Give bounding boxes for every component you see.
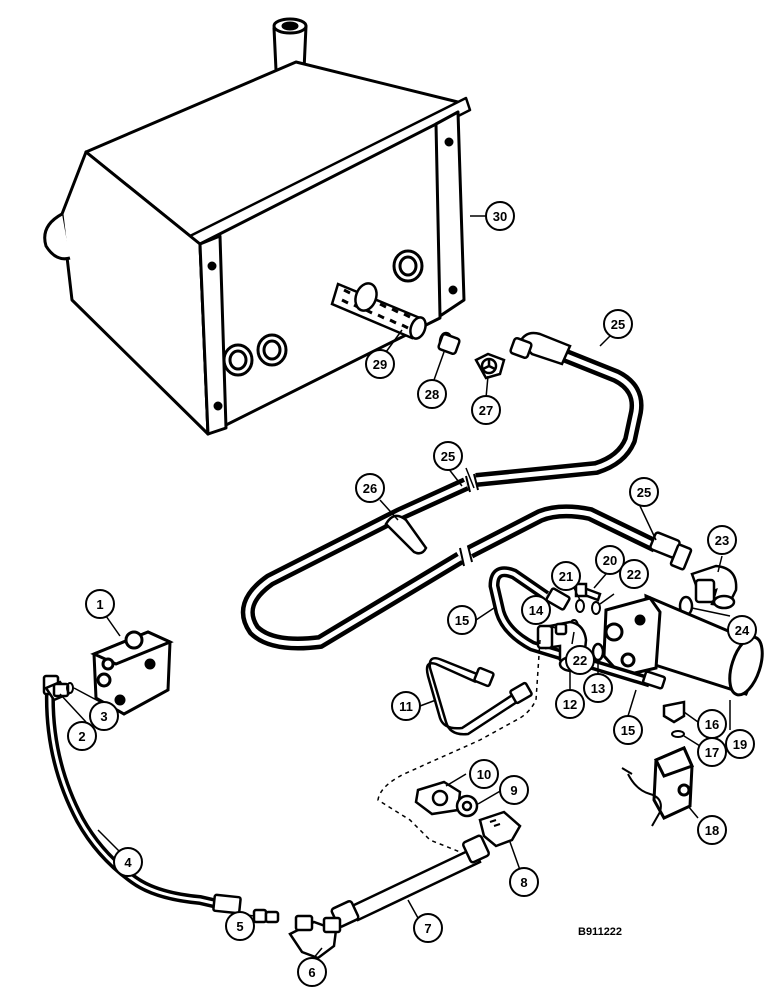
svg-text:6: 6 bbox=[308, 965, 315, 980]
svg-text:4: 4 bbox=[124, 855, 132, 870]
connector-14 bbox=[554, 622, 568, 636]
svg-text:15: 15 bbox=[621, 723, 635, 738]
callout-11: 11 bbox=[391, 691, 421, 721]
adapter-fitting-28 bbox=[437, 331, 461, 356]
svg-text:14: 14 bbox=[529, 603, 544, 618]
callout-15-upper: 15 bbox=[447, 605, 477, 635]
tube-7 bbox=[330, 834, 490, 928]
callout-26: 26 bbox=[355, 473, 385, 503]
svg-text:9: 9 bbox=[510, 783, 517, 798]
callout-16: 16 bbox=[697, 709, 727, 739]
solenoid-valve-18 bbox=[621, 746, 695, 827]
return-hose-assembly bbox=[240, 349, 660, 651]
callout-22-lower: 22 bbox=[565, 645, 595, 675]
svg-text:22: 22 bbox=[573, 653, 587, 668]
callout-2: 2 bbox=[67, 721, 97, 751]
hose-end-15 bbox=[545, 587, 667, 690]
callout-12: 12 bbox=[555, 689, 585, 719]
callout-17: 17 bbox=[697, 737, 727, 767]
tee-fitting-6 bbox=[288, 914, 342, 960]
bolt-20 bbox=[574, 582, 602, 602]
o-ring-17 bbox=[671, 730, 685, 738]
callout-15-lower: 15 bbox=[613, 715, 643, 745]
callout-27: 27 bbox=[471, 395, 501, 425]
suction-strainer bbox=[330, 282, 427, 340]
valve-body-1 bbox=[90, 630, 174, 716]
svg-text:24: 24 bbox=[735, 623, 750, 638]
callout-7: 7 bbox=[413, 913, 443, 943]
svg-text:22: 22 bbox=[627, 567, 641, 582]
svg-text:29: 29 bbox=[373, 357, 387, 372]
pressure-hose-15 bbox=[488, 566, 652, 688]
svg-text:10: 10 bbox=[477, 767, 491, 782]
hydraulic-filter-19 bbox=[602, 593, 764, 697]
hydraulic-reservoir-tank bbox=[43, 17, 472, 436]
tee-fitting-27 bbox=[474, 352, 506, 380]
fitting-2 bbox=[44, 680, 70, 702]
callout-10: 10 bbox=[469, 759, 499, 789]
callout-29: 29 bbox=[365, 349, 395, 379]
svg-text:13: 13 bbox=[591, 681, 605, 696]
hose-4 bbox=[44, 689, 228, 911]
tube-assembly-11 bbox=[377, 639, 541, 857]
callout-1: 1 bbox=[85, 589, 115, 619]
callout-24: 24 bbox=[727, 615, 757, 645]
svg-text:19: 19 bbox=[733, 737, 747, 752]
callout-6: 6 bbox=[297, 957, 327, 987]
svg-text:5: 5 bbox=[236, 919, 243, 934]
svg-text:26: 26 bbox=[363, 481, 377, 496]
svg-text:7: 7 bbox=[424, 921, 431, 936]
svg-text:8: 8 bbox=[520, 875, 527, 890]
adapter-5 bbox=[252, 908, 280, 924]
callout-30: 30 bbox=[485, 201, 515, 231]
svg-text:3: 3 bbox=[100, 709, 107, 724]
svg-text:12: 12 bbox=[563, 697, 577, 712]
svg-text:25: 25 bbox=[611, 317, 625, 332]
elbow-fitting-23 bbox=[690, 564, 738, 610]
elbow-fitting-8 bbox=[478, 810, 522, 848]
svg-text:27: 27 bbox=[479, 403, 493, 418]
callout-25-middle: 25 bbox=[433, 441, 463, 471]
svg-text:16: 16 bbox=[705, 717, 719, 732]
callout-19: 19 bbox=[725, 729, 755, 759]
svg-text:17: 17 bbox=[705, 745, 719, 760]
hose-clamp-26 bbox=[384, 514, 428, 555]
callout-3: 3 bbox=[89, 701, 119, 731]
callout-4: 4 bbox=[113, 847, 143, 877]
callout-25-right: 25 bbox=[629, 477, 659, 507]
callout-28: 28 bbox=[417, 379, 447, 409]
callout-23: 23 bbox=[707, 525, 737, 555]
callout-14: 14 bbox=[521, 595, 551, 625]
callout-9: 9 bbox=[499, 775, 529, 805]
callout-21: 21 bbox=[551, 561, 581, 591]
callout-22-upper: 22 bbox=[619, 559, 649, 589]
svg-text:25: 25 bbox=[637, 485, 651, 500]
svg-text:11: 11 bbox=[399, 699, 413, 714]
svg-text:25: 25 bbox=[441, 449, 455, 464]
callout-20: 20 bbox=[595, 545, 625, 575]
svg-text:15: 15 bbox=[455, 613, 469, 628]
svg-text:20: 20 bbox=[603, 553, 617, 568]
nut-9 bbox=[455, 794, 479, 818]
fitting-16 bbox=[662, 700, 686, 724]
leader-lines bbox=[59, 215, 731, 961]
callout-13: 13 bbox=[583, 673, 613, 703]
figure-id: B911222 bbox=[578, 926, 622, 938]
callout-18: 18 bbox=[697, 815, 727, 845]
washer-21 bbox=[575, 599, 585, 613]
swivel-fitting-10 bbox=[414, 780, 462, 816]
svg-text:18: 18 bbox=[705, 823, 719, 838]
svg-text:30: 30 bbox=[493, 209, 507, 224]
o-ring-3 bbox=[66, 682, 74, 694]
hose-end-fittings-25 bbox=[509, 331, 693, 571]
callout-8: 8 bbox=[509, 867, 539, 897]
svg-text:23: 23 bbox=[715, 533, 729, 548]
callout-5: 5 bbox=[225, 911, 255, 941]
svg-text:21: 21 bbox=[559, 569, 573, 584]
callout-25-top: 25 bbox=[603, 309, 633, 339]
svg-text:2: 2 bbox=[78, 729, 85, 744]
svg-text:1: 1 bbox=[96, 597, 103, 612]
svg-text:28: 28 bbox=[425, 387, 439, 402]
